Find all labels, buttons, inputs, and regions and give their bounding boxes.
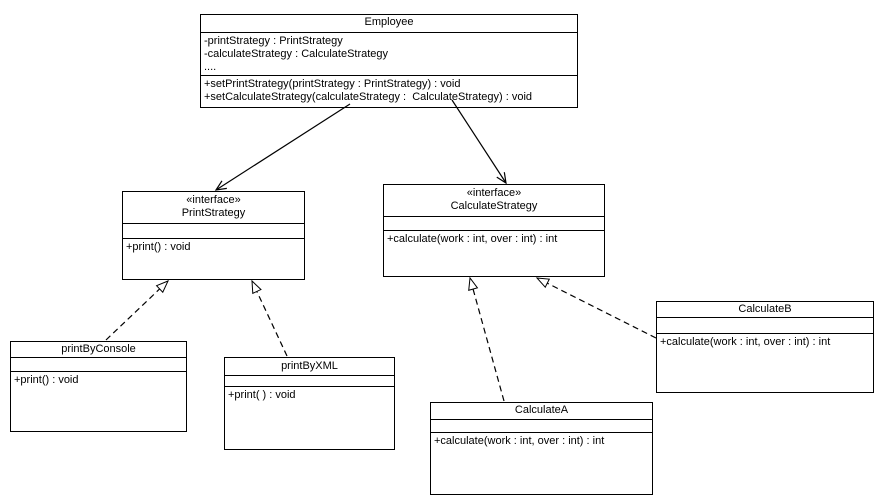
class-title: printByConsole — [11, 342, 186, 357]
class-calculateb: CalculateB +calculate(work : int, over :… — [656, 301, 874, 393]
attributes-compartment — [11, 357, 186, 371]
method-label: +print( ) : void — [228, 389, 296, 401]
class-name: printByConsole — [61, 343, 136, 355]
realization-calculateb-to-calculatestrategy — [535, 277, 657, 339]
method-label: +calculate(work : int, over : int) : int — [387, 233, 558, 245]
methods-compartment: +calculate(work : int, over : int) : int — [384, 230, 604, 276]
method-label: +setPrintStrategy(printStrategy : PrintS… — [204, 78, 461, 90]
class-name: printByXML — [281, 360, 338, 372]
method-label: +print() : void — [14, 374, 79, 386]
class-calculatestrategy: «interface» CalculateStrategy +calculate… — [383, 184, 605, 277]
class-title: CalculateA — [431, 403, 652, 419]
attribute-label: -calculateStrategy : CalculateStrategy — [204, 48, 389, 60]
attributes-compartment — [225, 375, 394, 386]
class-calculatea: CalculateA +calculate(work : int, over :… — [430, 402, 653, 495]
class-name: CalculateB — [738, 303, 792, 315]
method-label: +setCalculateStrategy(calculateStrategy … — [204, 91, 533, 103]
methods-compartment: +calculate(work : int, over : int) : int — [431, 432, 652, 494]
methods-compartment: +setPrintStrategy(printStrategy : PrintS… — [201, 75, 577, 107]
class-title: Employee — [201, 15, 577, 32]
attribute-label: .... — [204, 61, 217, 73]
association-employee-to-calculatestrategy — [451, 99, 507, 185]
class-title: CalculateB — [657, 302, 873, 317]
method-label: +calculate(work : int, over : int) : int — [434, 435, 605, 447]
class-name: CalculateStrategy — [450, 200, 538, 212]
methods-compartment: +print() : void — [123, 238, 304, 279]
attributes-compartment — [123, 223, 304, 238]
stereotype-label: «interface» — [466, 187, 522, 199]
methods-compartment: +print() : void — [11, 371, 186, 431]
attributes-compartment — [431, 419, 652, 432]
class-name: Employee — [364, 16, 414, 28]
class-employee: Employee -printStrategy : PrintStrategy … — [200, 14, 578, 108]
realization-printbyxml-to-printstrategy — [251, 279, 288, 357]
class-name: PrintStrategy — [181, 207, 246, 219]
class-title: printByXML — [225, 358, 394, 375]
class-title: «interface» PrintStrategy — [123, 192, 304, 223]
class-printbyconsole: printByConsole +print() : void — [10, 341, 187, 432]
association-employee-to-printstrategy — [214, 103, 351, 191]
method-label: +calculate(work : int, over : int) : int — [660, 336, 831, 348]
class-name: CalculateA — [514, 404, 569, 416]
method-label: +print() : void — [126, 241, 191, 253]
methods-compartment: +print( ) : void — [225, 386, 394, 449]
class-printbyxml: printByXML +print( ) : void — [224, 357, 395, 450]
class-title: «interface» CalculateStrategy — [384, 185, 604, 216]
methods-compartment: +calculate(work : int, over : int) : int — [657, 333, 873, 392]
attributes-compartment — [384, 216, 604, 230]
attributes-compartment — [657, 317, 873, 333]
attribute-label: -printStrategy : PrintStrategy — [204, 35, 343, 47]
stereotype-label: «interface» — [186, 194, 241, 206]
realization-printbyconsole-to-printstrategy — [105, 280, 169, 341]
realization-calculatea-to-calculatestrategy — [468, 276, 505, 402]
attributes-compartment: -printStrategy : PrintStrategy -calculat… — [201, 32, 577, 75]
class-printstrategy: «interface» PrintStrategy +print() : voi… — [122, 191, 305, 280]
